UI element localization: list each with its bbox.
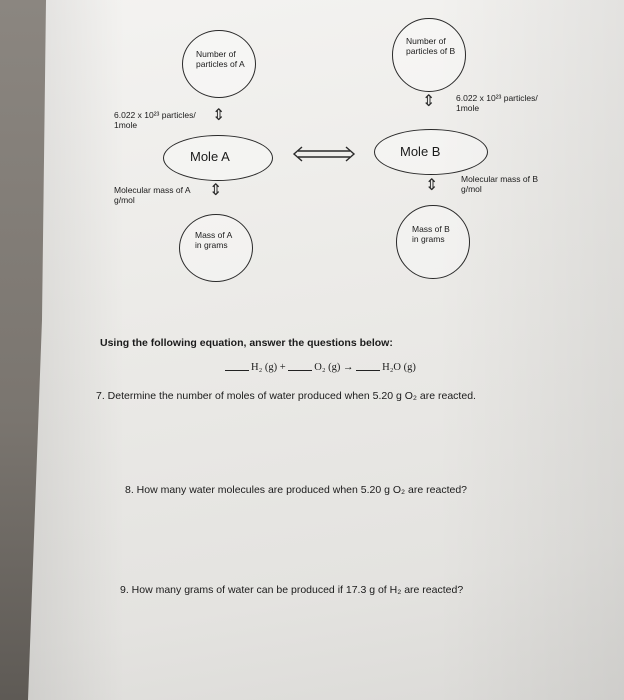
reaction-equation: H₂ (g) + O₂ (g) → H₂O (g) — [225, 361, 416, 373]
particles-a-label: Number of particles of A — [196, 49, 245, 69]
mole-b-oval — [374, 129, 488, 175]
double-arrow-horizontal-icon — [292, 146, 356, 162]
molar-mass-b-line1: Molecular mass of B — [461, 174, 538, 184]
double-arrow-a-top-icon: ⇕ — [212, 107, 226, 124]
mass-b-line1: Mass of B — [412, 224, 450, 234]
molar-mass-b-line2: g/mol — [461, 184, 482, 194]
particles-a-oval — [182, 30, 256, 98]
mass-a-oval — [179, 214, 253, 282]
molar-mass-a-line2: g/mol — [114, 195, 135, 205]
o2-term: O₂ (g) → — [314, 362, 354, 373]
avogadro-b-line1: 6.022 x 10²³ particles/ — [456, 93, 538, 103]
molar-mass-a-line1: Molecular mass of A — [114, 185, 191, 195]
question-8: 8. How many water molecules are produced… — [125, 484, 468, 496]
mole-a-oval — [163, 135, 273, 181]
h2o-coefficient-blank — [356, 361, 381, 371]
mass-b-oval — [396, 205, 470, 279]
avogadro-b-line2: 1mole — [456, 103, 480, 113]
particles-b-oval — [392, 18, 466, 92]
mass-a-line2: in grams — [195, 240, 228, 250]
mass-b-line2: in grams — [412, 234, 445, 244]
question-9: 9. How many grams of water can be produc… — [120, 584, 464, 596]
h2-term: H₂ (g) + — [251, 362, 286, 373]
h2o-term: H₂O (g) — [382, 362, 416, 373]
avogadro-a-line2: 1mole — [114, 120, 138, 130]
o2-coefficient-blank — [288, 361, 313, 371]
double-arrow-a-bottom-icon: ⇕ — [209, 182, 223, 199]
instructions-heading: Using the following equation, answer the… — [100, 337, 393, 349]
double-arrow-b-top-icon: ⇕ — [422, 93, 436, 110]
avogadro-a-line1: 6.022 x 10²³ particles/ — [114, 110, 196, 120]
question-7: 7. Determine the number of moles of wate… — [96, 390, 476, 402]
mole-b-label: Mole B — [400, 144, 441, 159]
particles-b-label: Number of particles of B — [406, 36, 456, 56]
h2-coefficient-blank — [225, 361, 249, 371]
double-arrow-b-bottom-icon: ⇕ — [425, 177, 439, 194]
mole-a-label: Mole A — [190, 149, 230, 164]
mass-a-line1: Mass of A — [195, 230, 233, 240]
